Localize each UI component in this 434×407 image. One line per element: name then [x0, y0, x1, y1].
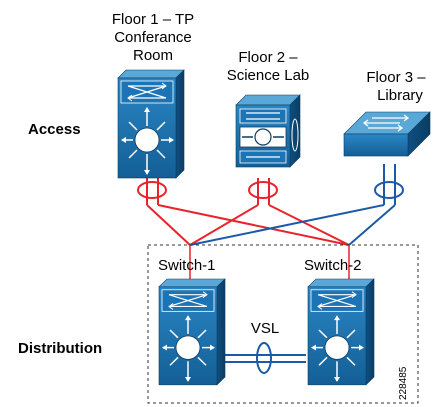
floor1-label-line1: Floor 1 – TP	[112, 11, 194, 28]
vss-switch-icon	[235, 94, 301, 168]
floor3-label-line1: Floor 3 –	[366, 69, 426, 86]
link-floor3-switch2	[348, 204, 396, 246]
etherchannel-floor3-icon	[374, 181, 404, 199]
multilayer-switch-icon	[117, 69, 185, 179]
etherchannel-floor1-icon	[137, 181, 167, 199]
link-floor1-switch1-b	[146, 204, 191, 246]
multilayer-switch-icon	[307, 278, 375, 386]
figure-id: 228485	[398, 366, 409, 400]
distribution-switch-1: Switch-1	[158, 257, 226, 386]
access-layer-label: Access	[28, 121, 81, 138]
link-floor3-switch1	[189, 204, 385, 246]
distribution-switch-2: Switch-2	[304, 257, 375, 386]
floor2-label-line1: Floor 2 –	[238, 49, 298, 66]
distribution-layer-label: Distribution	[18, 340, 102, 357]
vsl-link	[218, 342, 306, 374]
distribution-block	[147, 244, 419, 404]
switch1-label: Switch-1	[158, 257, 216, 274]
floor1-label-line3: Room	[133, 47, 173, 64]
multilayer-switch-icon	[158, 278, 226, 386]
link-floor2-switch2	[268, 204, 350, 246]
floor2-label-line2: Science Lab	[227, 67, 310, 84]
vsl-label: VSL	[251, 320, 279, 337]
link-floor2-switch1	[189, 204, 259, 246]
access-switch-floor1: Floor 1 – TP Conferance Room	[112, 11, 194, 179]
switch2-label: Switch-2	[304, 257, 362, 274]
vsl-bundle-icon	[256, 342, 272, 374]
workgroup-switch-icon	[343, 111, 431, 157]
floor3-label-line2: Library	[377, 87, 423, 104]
access-switch-floor3: Floor 3 – Library	[343, 69, 431, 157]
access-switch-floor2: Floor 2 – Science Lab	[227, 49, 310, 168]
link-floor1-switch2-b	[157, 204, 350, 246]
floor1-label-line2: Conferance	[114, 29, 192, 46]
etherchannel-floor2-icon	[248, 181, 278, 199]
